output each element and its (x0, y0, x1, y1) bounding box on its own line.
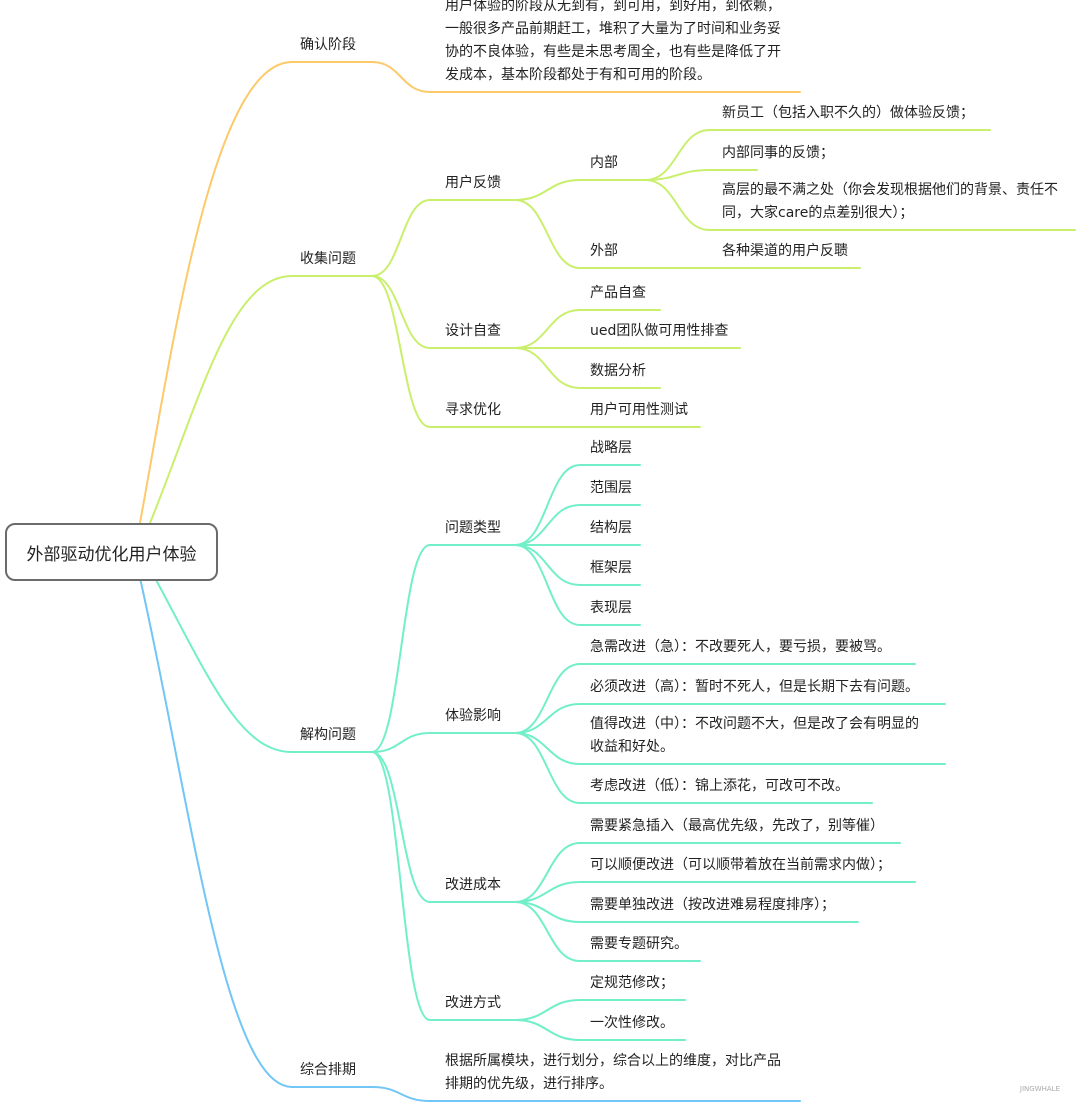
node-cost-item[interactable]: 可以顺便改进（可以顺带着放在当前需求内做）； (590, 857, 891, 873)
branch-connector (514, 901, 581, 962)
branch-connector (514, 1019, 581, 1041)
node-method[interactable]: 改进方式 (445, 995, 501, 1011)
node-design-check[interactable]: 设计自查 (445, 323, 501, 339)
node-internal-item[interactable]: 内部同事的反馈； (722, 145, 834, 161)
node-type-item[interactable]: 结构层 (590, 520, 632, 536)
branch-connector (514, 732, 581, 765)
branch-connector (514, 309, 581, 349)
node-external[interactable]: 外部 (590, 243, 618, 259)
node-method-item[interactable]: 一次性修改。 (590, 1015, 674, 1031)
watermark: JINGWHALE (1019, 1085, 1060, 1093)
root-connector-deconstruct (154, 577, 293, 753)
branch-connector (514, 663, 581, 734)
node-seek-item[interactable]: 用户可用性测试 (590, 402, 688, 418)
node-cost-item[interactable]: 需要紧急插入（最高优先级，先改了，别等催） (590, 818, 884, 834)
branch-connector (514, 881, 581, 903)
node-internal-item-line[interactable]: 高层的最不满之处（你会发现根据他们的背景、责任不 (722, 182, 1058, 198)
node-confirm-detail-line[interactable]: 发成本，基本阶段都处于有和可用的阶段。 (445, 67, 711, 83)
node-impact-item[interactable]: 急需改进（急）：不改要死人，要亏损，要被骂。 (590, 639, 891, 655)
branch-connector (371, 199, 431, 277)
node-schedule-detail-line[interactable]: 根据所属模块，进行划分，综合以上的维度，对比产品 (445, 1053, 781, 1069)
node-cost-item[interactable]: 需要专题研究。 (590, 936, 688, 952)
node-external-item[interactable]: 各种渠道的用户反聩 (722, 243, 848, 259)
node-deconstruct[interactable]: 解构问题 (300, 727, 356, 743)
node-user-feedback[interactable]: 用户反馈 (445, 175, 501, 191)
node-confirm-detail-line[interactable]: 用户体验的阶段从无到有，到可用，到好用，到依赖， (445, 0, 781, 14)
node-design-check-item[interactable]: 产品自查 (590, 285, 646, 301)
node-type-item[interactable]: 框架层 (590, 560, 632, 576)
node-internal[interactable]: 内部 (590, 155, 618, 171)
node-cost-item[interactable]: 需要单独改进（按改进难易程度排序）； (590, 897, 835, 913)
root-connector-schedule (139, 577, 293, 1088)
node-internal-item[interactable]: 新员工（包括入职不久的）做体验反馈； (722, 105, 974, 121)
branch-connector (644, 169, 711, 181)
branch-connector (371, 732, 431, 753)
root-label: 外部驱动优化用户体验 (26, 544, 197, 565)
branch-connector (514, 544, 581, 586)
node-problem-types[interactable]: 问题类型 (445, 520, 501, 536)
branch-connector (514, 544, 581, 626)
branch-connector (371, 61, 431, 93)
node-impact-item[interactable]: 考虑改进（低）：锦上添花，可改可不改。 (590, 778, 849, 794)
branch-connector (514, 732, 581, 804)
branch-connector (371, 275, 431, 349)
branch-connector (514, 199, 581, 269)
branch-connector (514, 347, 581, 389)
node-impact[interactable]: 体验影响 (445, 708, 501, 724)
root-connector-collect (149, 275, 293, 524)
node-collect[interactable]: 收集问题 (300, 251, 356, 267)
node-method-item[interactable]: 定规范修改； (590, 975, 674, 991)
node-design-check-item[interactable]: ued团队做可用性排查 (590, 323, 729, 339)
node-confirm-detail-line[interactable]: 协的不良体验，有些是未思考周全，也有些是降低了开 (445, 44, 781, 60)
node-design-check-item[interactable]: 数据分析 (590, 363, 646, 379)
branch-connector (644, 129, 711, 181)
node-schedule[interactable]: 综合排期 (300, 1062, 356, 1078)
branch-connector (514, 999, 581, 1021)
node-confirm[interactable]: 确认阶段 (300, 37, 356, 53)
node-cost[interactable]: 改进成本 (445, 877, 501, 893)
node-type-item[interactable]: 表现层 (590, 600, 632, 616)
branch-connector (371, 1086, 431, 1102)
branch-connector (371, 275, 431, 428)
root-connector-confirm (139, 61, 293, 524)
node-impact-item-line[interactable]: 值得改进（中）：不改问题不大，但是改了会有明显的 (590, 716, 919, 732)
node-seek[interactable]: 寻求优化 (445, 402, 501, 418)
branch-connector (371, 751, 431, 1021)
node-internal-item-line[interactable]: 同，大家care的点差别很大）； (722, 205, 914, 221)
branch-connector (514, 504, 581, 546)
node-schedule-detail-line[interactable]: 排期的优先级，进行排序。 (445, 1076, 613, 1092)
branch-connector (371, 751, 431, 903)
branch-connector (371, 544, 431, 753)
branch-connector (514, 703, 581, 734)
node-confirm-detail-line[interactable]: 一般很多产品前期赶工，堆积了大量为了时间和业务妥 (445, 21, 781, 37)
branch-connector (644, 179, 711, 231)
branch-connector (514, 842, 581, 903)
node-impact-item-line[interactable]: 收益和好处。 (590, 739, 674, 755)
branch-connector (514, 179, 581, 201)
branch-connector (514, 901, 581, 923)
branch-connector (514, 464, 581, 546)
node-type-item[interactable]: 范围层 (590, 480, 632, 496)
node-impact-item[interactable]: 必须改进（高）：暂时不死人，但是长期下去有问题。 (590, 679, 919, 695)
node-type-item[interactable]: 战略层 (590, 440, 632, 456)
root-node[interactable]: 外部驱动优化用户体验 (5, 523, 218, 581)
